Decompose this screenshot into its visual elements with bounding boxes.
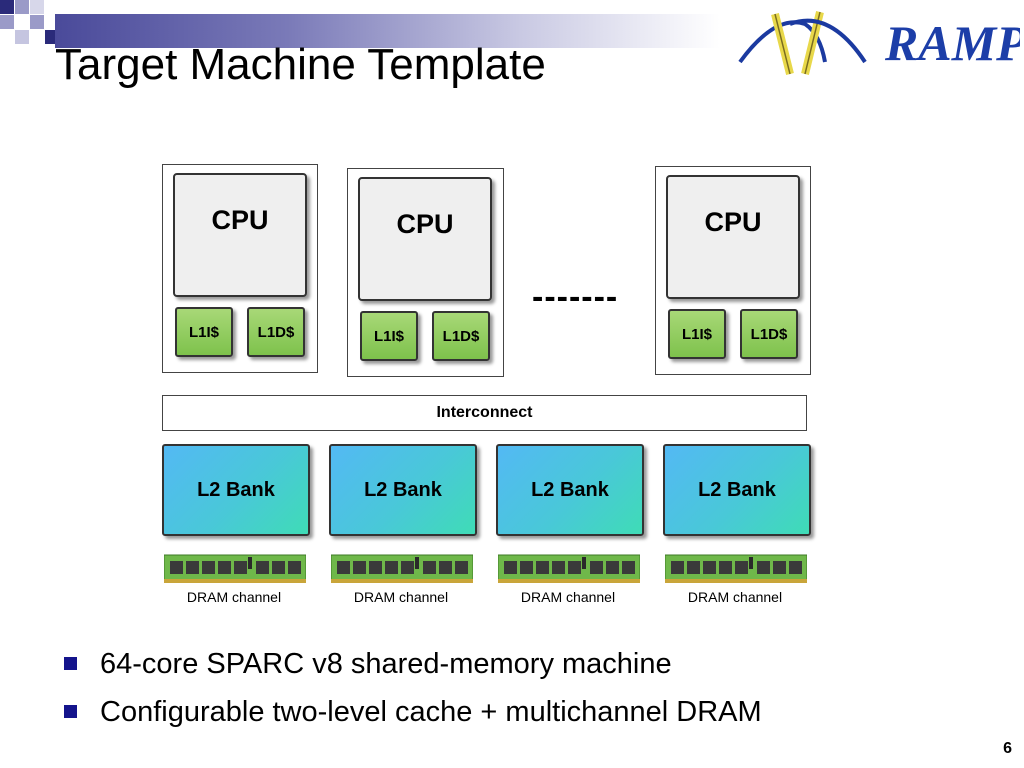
l2-bank: L2 Bank: [329, 444, 477, 536]
bullet-item: 64-core SPARC v8 shared-memory machine: [62, 640, 762, 688]
cpu-block: CPU: [173, 173, 307, 297]
cpu-group-1: CPU L1I$ L1D$: [162, 164, 318, 373]
dram-channel-label: DRAM channel: [186, 589, 282, 605]
cpu-group-2: CPU L1I$ L1D$: [347, 168, 504, 377]
l1-dcache: L1D$: [740, 309, 798, 359]
page-number: 6: [1003, 740, 1012, 757]
cpu-group-3: CPU L1I$ L1D$: [655, 166, 811, 375]
dram-channel-label: DRAM channel: [353, 589, 449, 605]
bullet-text: Configurable two-level cache + multichan…: [100, 696, 762, 728]
l1-icache: L1I$: [360, 311, 418, 361]
ramp-logo: RAMP: [738, 11, 1020, 75]
bullet-text: 64-core SPARC v8 shared-memory machine: [100, 648, 672, 680]
l1-icache: L1I$: [175, 307, 233, 357]
l1-icache: L1I$: [668, 309, 726, 359]
ramp-logo-text: RAMP: [884, 15, 1020, 71]
l2-bank: L2 Bank: [162, 444, 310, 536]
bullet-list: 64-core SPARC v8 shared-memory machine C…: [62, 640, 762, 736]
interconnect-bar: Interconnect: [162, 395, 807, 431]
dram-module-icon: [331, 554, 473, 583]
cpu-block: CPU: [358, 177, 492, 301]
square-bullet-icon: [64, 657, 77, 670]
dram-channel-label: DRAM channel: [520, 589, 616, 605]
l2-bank: L2 Bank: [496, 444, 644, 536]
slide-title: Target Machine Template: [55, 40, 546, 89]
l1-dcache: L1D$: [432, 311, 490, 361]
bullet-item: Configurable two-level cache + multichan…: [62, 688, 762, 736]
l2-bank: L2 Bank: [663, 444, 811, 536]
dram-module-icon: [164, 554, 306, 583]
dram-channel-label: DRAM channel: [687, 589, 783, 605]
l1-dcache: L1D$: [247, 307, 305, 357]
cpu-block: CPU: [666, 175, 800, 299]
dram-module-icon: [665, 554, 807, 583]
square-bullet-icon: [64, 705, 77, 718]
dram-module-icon: [498, 554, 640, 583]
ellipsis-dashes: -------: [532, 278, 619, 316]
title-bar-gradient: [55, 14, 720, 48]
